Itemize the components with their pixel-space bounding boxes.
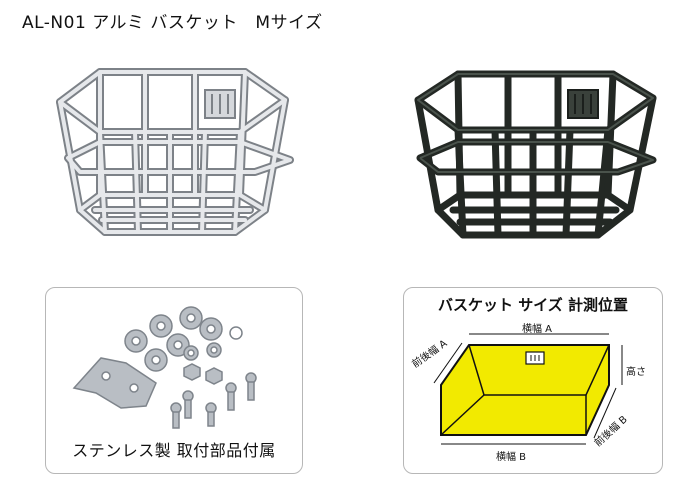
measurement-panel: バスケット サイズ 計測位置 横幅 A 横幅 B 高さ 前後幅 A 前後幅 B — [403, 287, 663, 474]
measurement-title: バスケット サイズ 計測位置 — [438, 296, 628, 314]
label-width-a: 横幅 A — [522, 324, 553, 335]
mounting-parts-panel: ステンレス製 取付部品付属 — [45, 287, 303, 474]
silver-basket-image — [40, 60, 295, 260]
measurement-diagram — [433, 333, 623, 445]
label-height: 高さ — [626, 367, 646, 378]
page-title: AL-N01 アルミ バスケット Mサイズ — [22, 13, 323, 33]
mounting-parts-image — [72, 306, 257, 429]
parts-caption: ステンレス製 取付部品付属 — [72, 441, 276, 460]
black-basket-image — [398, 60, 660, 260]
label-width-b: 横幅 B — [496, 452, 527, 463]
